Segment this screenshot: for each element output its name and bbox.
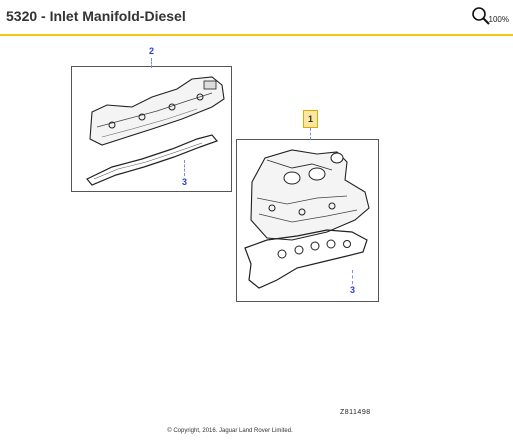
diagram-panel-cover [71, 66, 232, 192]
manifold-illustration [244, 149, 370, 289]
page-title: 5320 - Inlet Manifold-Diesel [6, 8, 186, 24]
magnifier-icon [471, 7, 490, 25]
diagram-panel-manifold [236, 139, 379, 302]
leader-line-3b [352, 270, 353, 284]
cover-illustration [86, 76, 225, 186]
callout-2[interactable]: 2 [148, 46, 154, 56]
zoom-control[interactable]: 100% [471, 6, 509, 26]
callout-3-manifold[interactable]: 3 [349, 285, 355, 295]
leader-line-1 [310, 128, 311, 140]
diagram-reference: Z811498 [340, 409, 371, 416]
leader-line-2 [151, 58, 152, 68]
page-header: 5320 - Inlet Manifold-Diesel 100% [0, 0, 513, 36]
zoom-level: 100% [488, 15, 509, 24]
callout-3-cover[interactable]: 3 [181, 177, 187, 187]
copyright-text: © Copyright, 2016. Jaguar Land Rover Lim… [167, 428, 293, 434]
callout-1[interactable]: 1 [303, 110, 318, 128]
leader-line-3a [184, 160, 185, 176]
